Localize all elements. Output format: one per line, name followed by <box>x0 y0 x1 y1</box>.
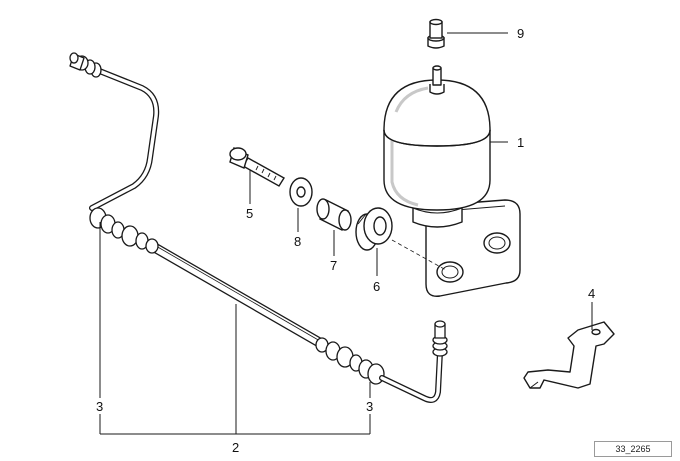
callout-2: 2 <box>232 440 239 455</box>
accumulator-body <box>383 129 491 211</box>
leader-lines <box>99 32 593 435</box>
brake-pipe-right-part <box>379 320 448 403</box>
callout-3-left: 3 <box>96 399 103 414</box>
accumulator-part <box>383 65 521 297</box>
callout-3-right: 3 <box>366 399 373 414</box>
rubber-mount-part <box>355 207 393 251</box>
callout-8: 8 <box>294 234 301 249</box>
callout-1: 1 <box>517 135 524 150</box>
brake-hose-part <box>89 207 385 385</box>
diagram-reference-code: 33_2265 <box>594 441 672 457</box>
callout-9: 9 <box>517 26 524 41</box>
cap-part <box>427 18 445 49</box>
bolt-part <box>229 146 285 187</box>
small-bracket-part <box>523 321 615 389</box>
assembly-line <box>391 239 447 271</box>
sleeve-part <box>316 198 352 231</box>
callout-5: 5 <box>246 206 253 221</box>
callout-4: 4 <box>588 286 595 301</box>
brake-pipe-left-part <box>69 52 160 211</box>
callout-6: 6 <box>373 279 380 294</box>
callout-7: 7 <box>330 258 337 273</box>
washer-part <box>289 177 313 207</box>
